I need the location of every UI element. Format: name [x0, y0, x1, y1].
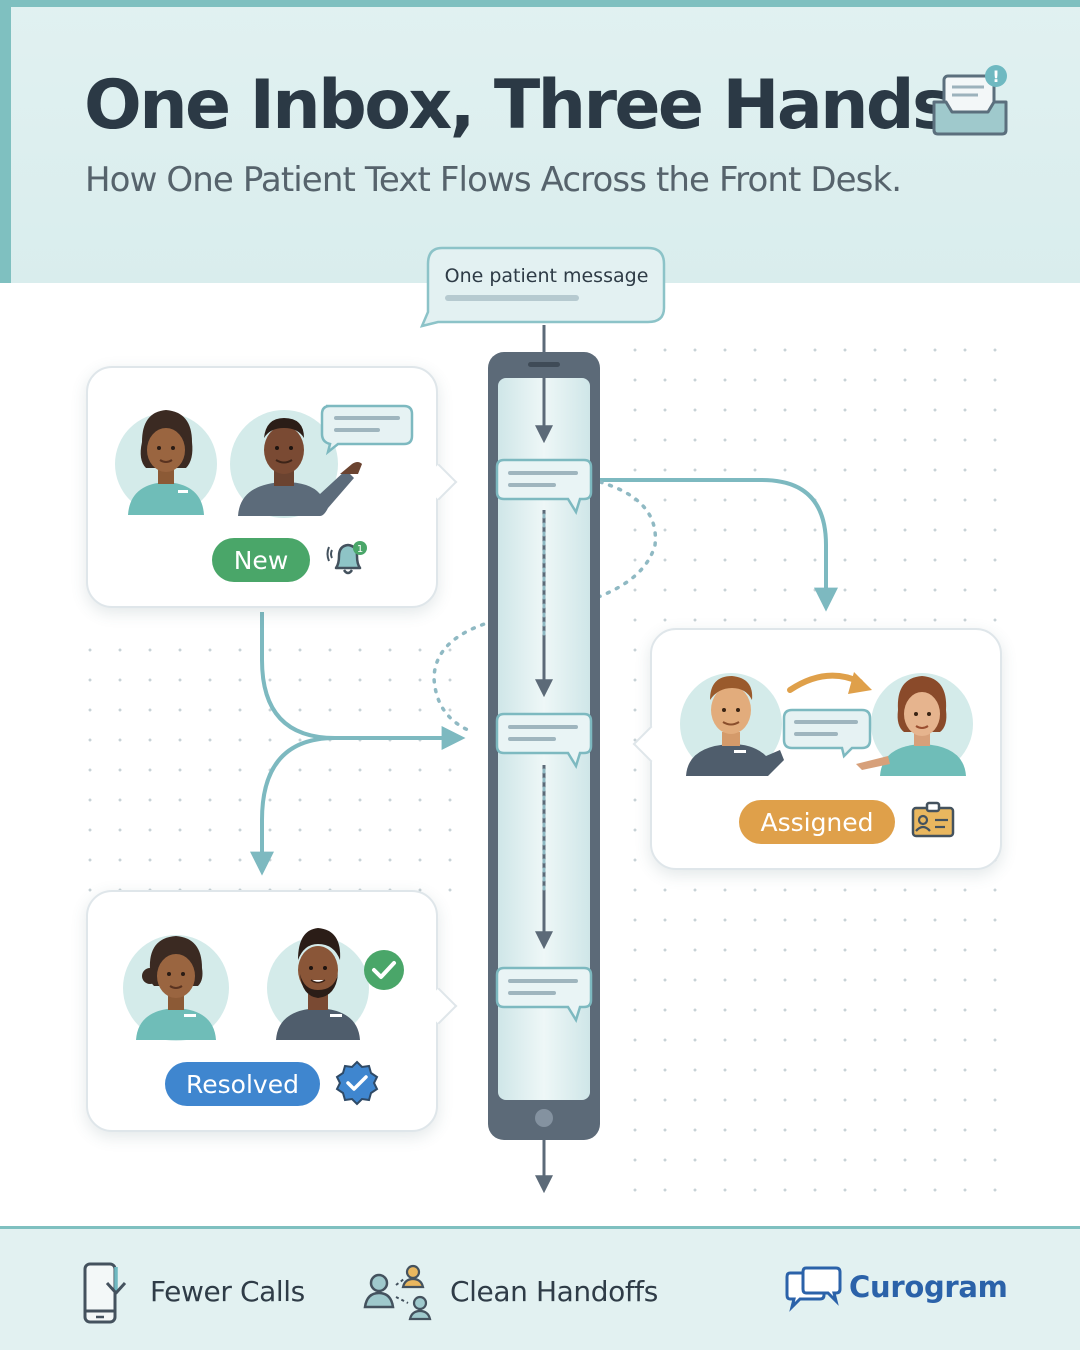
verified-check-icon: [335, 1060, 379, 1106]
staff-avatar-man-handing: [680, 672, 973, 776]
staff-avatar-man-speaking: [230, 404, 414, 518]
status-pill-resolved: Resolved: [165, 1062, 320, 1106]
bell-badge-count: 1: [357, 544, 363, 555]
header-top-accent: [0, 0, 1080, 7]
phone-message-bubble-3: [495, 966, 593, 1024]
benefit-clean-handoffs: Clean Handoffs: [450, 1275, 658, 1308]
staff-avatar-woman-resolved: [123, 935, 229, 1041]
team-share-icon: [363, 1264, 432, 1321]
inbox-icon: !: [932, 65, 1008, 136]
patient-message-bubble: One patient message: [419, 246, 666, 328]
id-badge-icon: [911, 801, 955, 838]
patient-message-label: One patient message: [444, 265, 649, 287]
phone-message-bubble-2: [495, 712, 593, 770]
status-pill-new: New: [212, 538, 310, 582]
brand-name: Curogram: [849, 1270, 1008, 1304]
svg-text:!: !: [992, 67, 999, 86]
header: One Inbox, Three Hands How One Patient T…: [0, 0, 1080, 283]
header-left-accent: [0, 0, 11, 283]
brand-logo-icon: [785, 1266, 842, 1312]
page-title: One Inbox, Three Hands: [84, 66, 952, 145]
page-subtitle: How One Patient Text Flows Across the Fr…: [85, 160, 902, 200]
staff-avatar-woman: [115, 410, 217, 515]
phone-message-bubble-1: [495, 458, 593, 516]
phone-download-icon: [83, 1262, 127, 1324]
footer: Fewer Calls Clean Handoffs Curogram: [0, 1226, 1080, 1350]
staff-avatar-man-resolved: [267, 928, 404, 1040]
status-pill-assigned: Assigned: [739, 800, 895, 844]
benefit-fewer-calls: Fewer Calls: [150, 1275, 305, 1308]
bell-notification-icon: 1: [326, 541, 367, 575]
